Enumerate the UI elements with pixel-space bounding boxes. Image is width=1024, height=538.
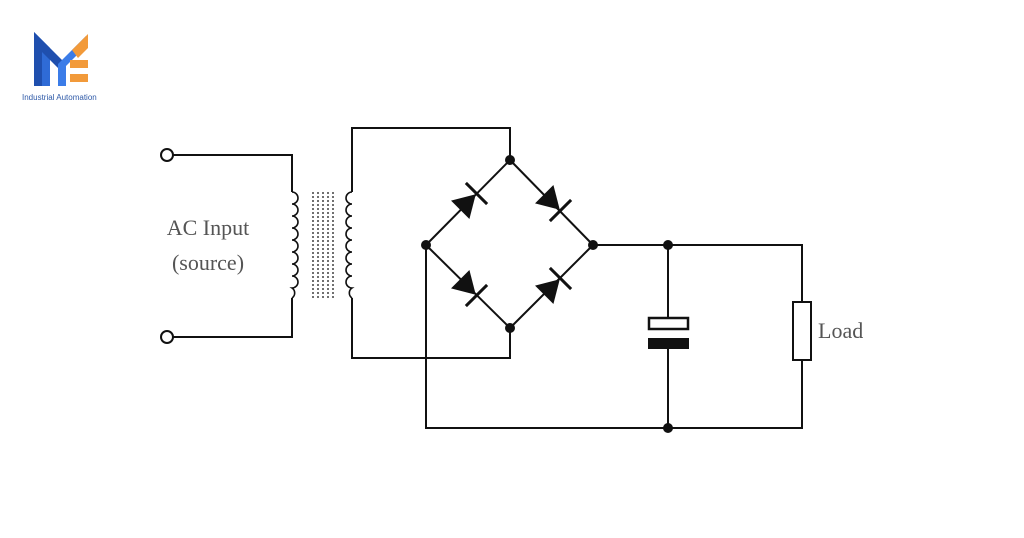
secondary-winding (345, 191, 355, 299)
source-label: (source) (172, 250, 244, 275)
negative-rail (425, 245, 803, 429)
diodes (451, 181, 573, 308)
transformer (289, 191, 355, 299)
primary-bottom-wire (173, 298, 293, 338)
brand-logo (34, 32, 88, 86)
wires (173, 127, 803, 429)
load-label: Load (818, 318, 863, 343)
junction-bridge-left (421, 240, 431, 250)
primary-top-wire (173, 154, 293, 192)
ac-input-label: AC Input (167, 215, 250, 240)
junction-bridge-top (505, 155, 515, 165)
diode-top-right (535, 185, 573, 223)
diode-top-left (451, 181, 489, 219)
load-resistor (792, 301, 812, 361)
transformer-core (312, 192, 334, 298)
junctions (421, 155, 673, 433)
junction-cap-bottom (663, 423, 673, 433)
secondary-top-wire (351, 127, 511, 192)
input-terminal-bottom (160, 330, 174, 344)
brand-tagline: Industrial Automation (22, 93, 97, 102)
primary-winding (289, 191, 299, 299)
junction-cap-top (663, 240, 673, 250)
junction-bridge-bottom (505, 323, 515, 333)
diode-bottom-right (535, 266, 573, 304)
capacitor (647, 316, 690, 349)
input-terminal-top (160, 148, 174, 162)
positive-rail (593, 244, 803, 302)
secondary-bottom-wire (351, 298, 511, 359)
diode-bottom-left (451, 270, 489, 308)
junction-bridge-right (588, 240, 598, 250)
